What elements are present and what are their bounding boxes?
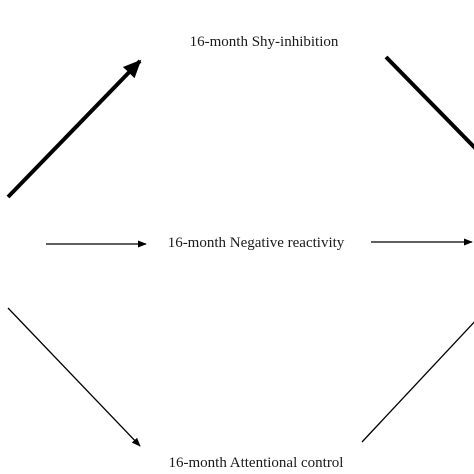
edge-left-to-shy-inhibition: [6, 59, 142, 199]
node-label-shy-inhibition: 16-month Shy-inhibition: [190, 34, 339, 50]
node-label-attentional-control: 16-month Attentional control: [169, 455, 344, 471]
edge-attentional-control-to-right: [361, 321, 474, 443]
edge-left-to-attentional-control: [7, 307, 141, 447]
node-label-negative-reactivity: 16-month Negative reactivity: [168, 235, 345, 251]
edge-shy-inhibition-to-right: [384, 55, 474, 150]
